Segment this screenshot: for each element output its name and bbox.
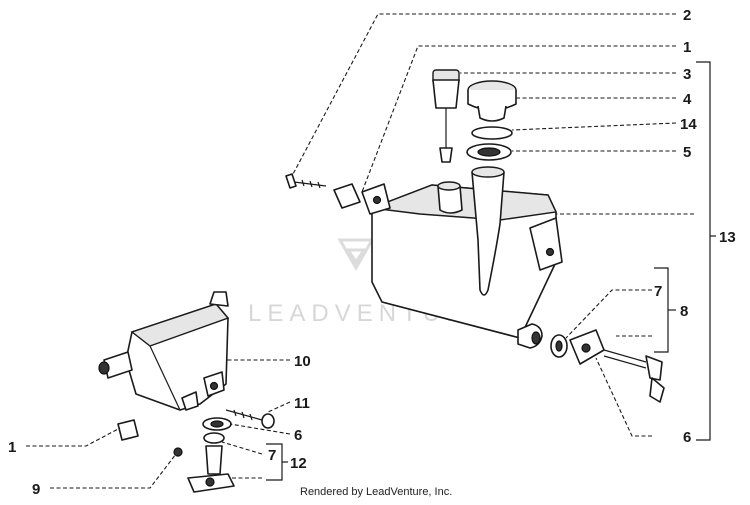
callout-7-left: 7 bbox=[268, 447, 276, 464]
part-5-gasket bbox=[466, 143, 512, 161]
part-6-flange-right bbox=[569, 329, 605, 365]
part-7-ring-right bbox=[550, 334, 568, 358]
part-1-pad bbox=[333, 183, 361, 209]
callout-12: 12 bbox=[290, 455, 307, 472]
callout-10: 10 bbox=[294, 353, 311, 370]
callout-3: 3 bbox=[683, 66, 691, 83]
oil-tank bbox=[361, 166, 563, 349]
part-9-nut bbox=[173, 447, 183, 457]
callout-7-right: 7 bbox=[654, 283, 662, 300]
callout-2: 2 bbox=[683, 7, 691, 24]
credit-text: Rendered by LeadVenture, Inc. bbox=[300, 486, 452, 498]
fuel-tap-left bbox=[187, 445, 235, 493]
watermark-logo-icon bbox=[337, 238, 375, 272]
part-14-o-ring bbox=[471, 126, 513, 140]
part-3-cap-dipstick bbox=[432, 69, 460, 163]
callout-1-left: 1 bbox=[8, 439, 16, 456]
leader-lines bbox=[26, 13, 716, 489]
part-7-ring-left bbox=[203, 432, 225, 444]
callout-5: 5 bbox=[683, 144, 691, 161]
part-4-cap bbox=[467, 80, 517, 122]
callout-13: 13 bbox=[719, 229, 736, 246]
callout-1-top: 1 bbox=[683, 39, 691, 56]
part-11-screw bbox=[225, 409, 275, 429]
callout-4: 4 bbox=[683, 91, 692, 108]
part-1-pad-left bbox=[117, 419, 139, 441]
callout-9: 9 bbox=[32, 481, 40, 498]
callout-labels: 2 1 3 4 14 5 13 7 8 6 10 11 6 7 12 1 9 bbox=[8, 7, 736, 498]
callout-8: 8 bbox=[680, 303, 688, 320]
callout-14: 14 bbox=[680, 116, 697, 133]
callout-11: 11 bbox=[294, 395, 310, 412]
reservoir-tank bbox=[98, 291, 230, 411]
callout-6-left: 6 bbox=[294, 427, 302, 444]
part-6-flange-left bbox=[202, 417, 232, 431]
fuel-tap-right bbox=[603, 349, 665, 403]
part-2-screw bbox=[285, 173, 327, 189]
callout-6-right: 6 bbox=[683, 429, 691, 446]
